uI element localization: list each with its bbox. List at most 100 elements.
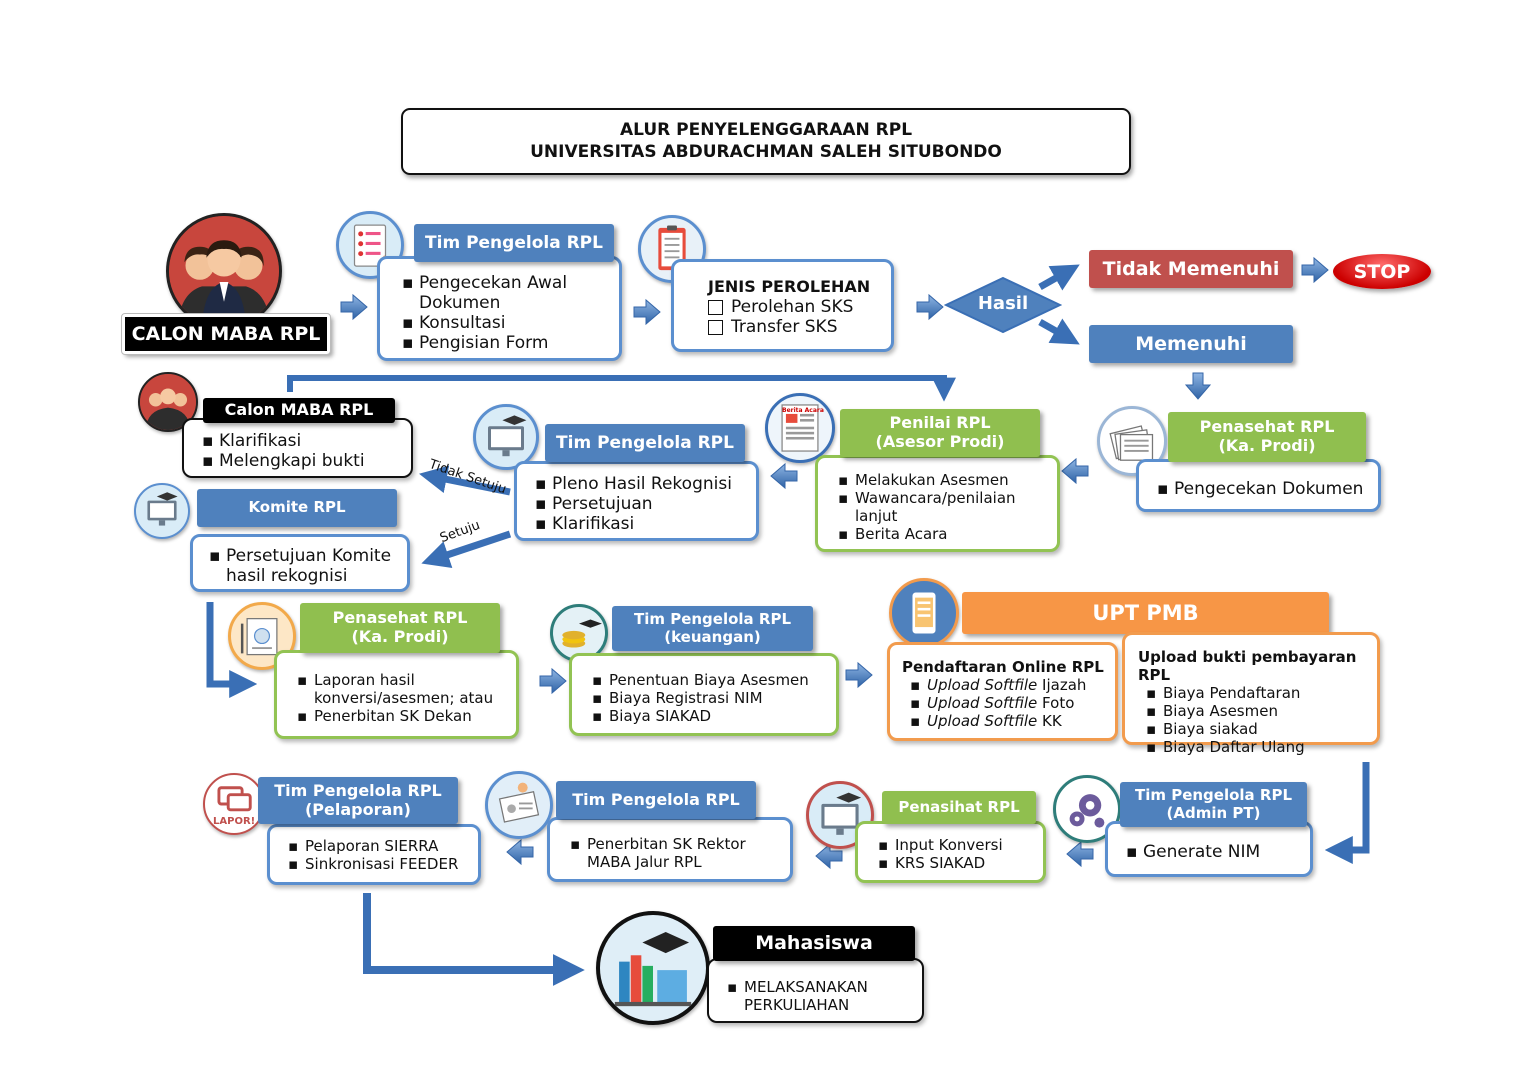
- list-item: Penerbitan SK Dekan: [297, 707, 508, 725]
- list-item: Melengkapi bukti: [202, 451, 403, 471]
- option-transfer-sks[interactable]: Transfer SKS: [708, 317, 883, 337]
- option-label: Transfer SKS: [731, 317, 838, 337]
- list-item: Upload Softfile Foto: [910, 694, 1107, 712]
- documents-icon: [1097, 406, 1167, 476]
- computer-graduate-icon: [134, 483, 190, 539]
- keuangan-list: Penentuan Biaya Asesmen Biaya Registrasi…: [592, 671, 828, 725]
- admin-pt-header: Tim Pengelola RPL (Admin PT): [1120, 782, 1307, 827]
- mahasiswa-list: MELAKSANAKAN PERKULIAHAN: [727, 978, 914, 1014]
- checkbox-icon[interactable]: [708, 299, 723, 315]
- stop-sign: STOP: [1333, 254, 1431, 289]
- list-item: Persetujuan: [535, 494, 748, 514]
- berita-acara-icon-label: Berita Acara: [782, 407, 824, 414]
- penasehat-header: Penasehat RPL (Ka. Prodi): [1168, 412, 1366, 462]
- list-item: Biaya Asesmen: [1146, 702, 1369, 720]
- header-line: (Ka. Prodi): [351, 627, 449, 646]
- option-label: Perolehan SKS: [731, 297, 854, 317]
- list-item: Biaya Registrasi NIM: [592, 689, 828, 707]
- mahasiswa-header: Mahasiswa: [713, 926, 915, 961]
- calon-maba-header: Calon MABA RPL: [203, 398, 395, 423]
- list-item: Melakukan Asesmen: [838, 471, 1049, 489]
- list-item: Penentuan Biaya Asesmen: [592, 671, 828, 689]
- calon-maba-label: CALON MABA RPL: [121, 313, 331, 355]
- upload-rest: Ijazah: [1037, 676, 1087, 694]
- keuangan-box: Penentuan Biaya Asesmen Biaya Registrasi…: [569, 653, 839, 736]
- tim-pengelola-list: Pengecekan Awal Dokumen Konsultasi Pengi…: [402, 273, 609, 353]
- sk-rektor-list: Penerbitan SK Rektor MABA Jalur RPL: [570, 835, 782, 871]
- option-perolehan-sks[interactable]: Perolehan SKS: [708, 297, 883, 317]
- books-graduate-icon: [596, 911, 710, 1025]
- list-item: Pelaporan SIERRA: [288, 837, 470, 855]
- laporan-header: Penasehat RPL (Ka. Prodi): [300, 603, 500, 653]
- pendaftaran-title: Pendaftaran Online RPL: [902, 658, 1104, 676]
- header-line: Tim Pengelola RPL: [274, 780, 442, 800]
- list-item: Biaya siakad: [1146, 720, 1369, 738]
- header-line: (Pelaporan): [304, 799, 411, 819]
- list-item: Konsultasi: [402, 313, 609, 333]
- arrow-tidak-setuju: [419, 465, 511, 496]
- arrow-left: [1061, 457, 1089, 485]
- upload-rest: Foto: [1037, 694, 1075, 712]
- pendaftaran-list: Upload Softfile Ijazah Upload Softfile F…: [902, 676, 1107, 730]
- arrow-left: [506, 838, 534, 866]
- laporan-list: Laporan hasil konversi/asesmen; atau Pen…: [297, 671, 508, 725]
- list-item: Penerbitan SK Rektor MABA Jalur RPL: [570, 835, 782, 871]
- penasihat-header: Penasihat RPL: [882, 791, 1036, 824]
- hasil-label: Hasil: [977, 293, 1029, 314]
- tim-pengelola-box: Pengecekan Awal Dokumen Konsultasi Pengi…: [377, 256, 622, 361]
- elbow-arrow: [363, 893, 585, 986]
- elbow-arrow: [1324, 762, 1370, 864]
- sk-rektor-box: Penerbitan SK Rektor MABA Jalur RPL: [547, 817, 793, 882]
- calon-maba-klarifikasi-box: Klarifikasi Melengkapi bukti: [182, 418, 413, 478]
- upload-bukti-title: Upload bukti pembayaran RPL: [1138, 648, 1357, 684]
- list-item: Wawancara/penilaian lanjut: [838, 489, 1049, 525]
- berita-acara-icon: Berita Acara: [765, 393, 835, 463]
- penasehat-list: Pengecekan Dokumen: [1157, 479, 1370, 499]
- tim-pengelola-header: Tim Pengelola RPL: [414, 224, 614, 262]
- arrow-right: [633, 298, 661, 326]
- arrow-right: [845, 661, 873, 689]
- arrow-left: [815, 842, 843, 870]
- pelaporan-list: Pelaporan SIERRA Sinkronisasi FEEDER: [288, 837, 470, 873]
- penasihat-box: Input Konversi KRS SIAKAD: [855, 821, 1046, 883]
- laporan-box: Laporan hasil konversi/asesmen; atau Pen…: [274, 650, 519, 739]
- list-item: Upload Softfile KK: [910, 712, 1107, 730]
- upt-pmb-header: UPT PMB: [962, 592, 1329, 634]
- header-line: Penasehat RPL: [332, 608, 468, 628]
- computer-graduate-icon: [473, 404, 539, 470]
- komite-list: Persetujuan Komite hasil rekognisi: [209, 546, 399, 586]
- list-item: Klarifikasi: [202, 431, 403, 451]
- money-graduate-icon: [550, 604, 608, 662]
- pleno-header: Tim Pengelola RPL: [545, 424, 745, 462]
- penilai-list: Melakukan Asesmen Wawancara/penilaian la…: [838, 471, 1049, 543]
- header-line: Tim Pengelola RPL: [633, 609, 792, 628]
- arrow-left: [770, 462, 798, 490]
- list-item: MELAKSANAKAN PERKULIAHAN: [727, 978, 914, 1014]
- jenis-perolehan-title: JENIS PEROLEHAN: [708, 277, 871, 296]
- arrow-right: [916, 293, 944, 321]
- arrow-left: [1066, 840, 1094, 868]
- komite-box: Persetujuan Komite hasil rekognisi: [190, 534, 410, 592]
- arrow-right: [340, 293, 368, 321]
- diagram-title: ALUR PENYELENGGARAAN RPL UNIVERSITAS ABD…: [401, 108, 1131, 175]
- komite-header: Komite RPL: [197, 489, 397, 527]
- mobile-registration-icon: [889, 578, 959, 648]
- arrow-right: [539, 667, 567, 695]
- header-line: (Ka. Prodi): [1218, 436, 1316, 455]
- arrow-to-memenuhi: [1038, 318, 1080, 345]
- header-line: Penilai RPL: [889, 413, 991, 433]
- arrow-down: [1184, 372, 1212, 400]
- arrow-setuju: [421, 530, 512, 568]
- list-item: Biaya SIAKAD: [592, 707, 828, 725]
- list-item: Pengecekan Awal Dokumen: [402, 273, 609, 313]
- title-line-1: ALUR PENYELENGGARAAN RPL: [619, 120, 913, 140]
- list-item: Pleno Hasil Rekognisi: [535, 474, 748, 494]
- penasihat-list: Input Konversi KRS SIAKAD: [878, 836, 1035, 872]
- checkbox-icon[interactable]: [708, 319, 723, 335]
- list-item: Generate NIM: [1126, 842, 1302, 862]
- elbow-arrow: [206, 602, 258, 698]
- list-item: Biaya Pendaftaran: [1146, 684, 1369, 702]
- memenuhi-box: Memenuhi: [1089, 325, 1293, 363]
- upload-italic: Upload Softfile: [927, 712, 1038, 730]
